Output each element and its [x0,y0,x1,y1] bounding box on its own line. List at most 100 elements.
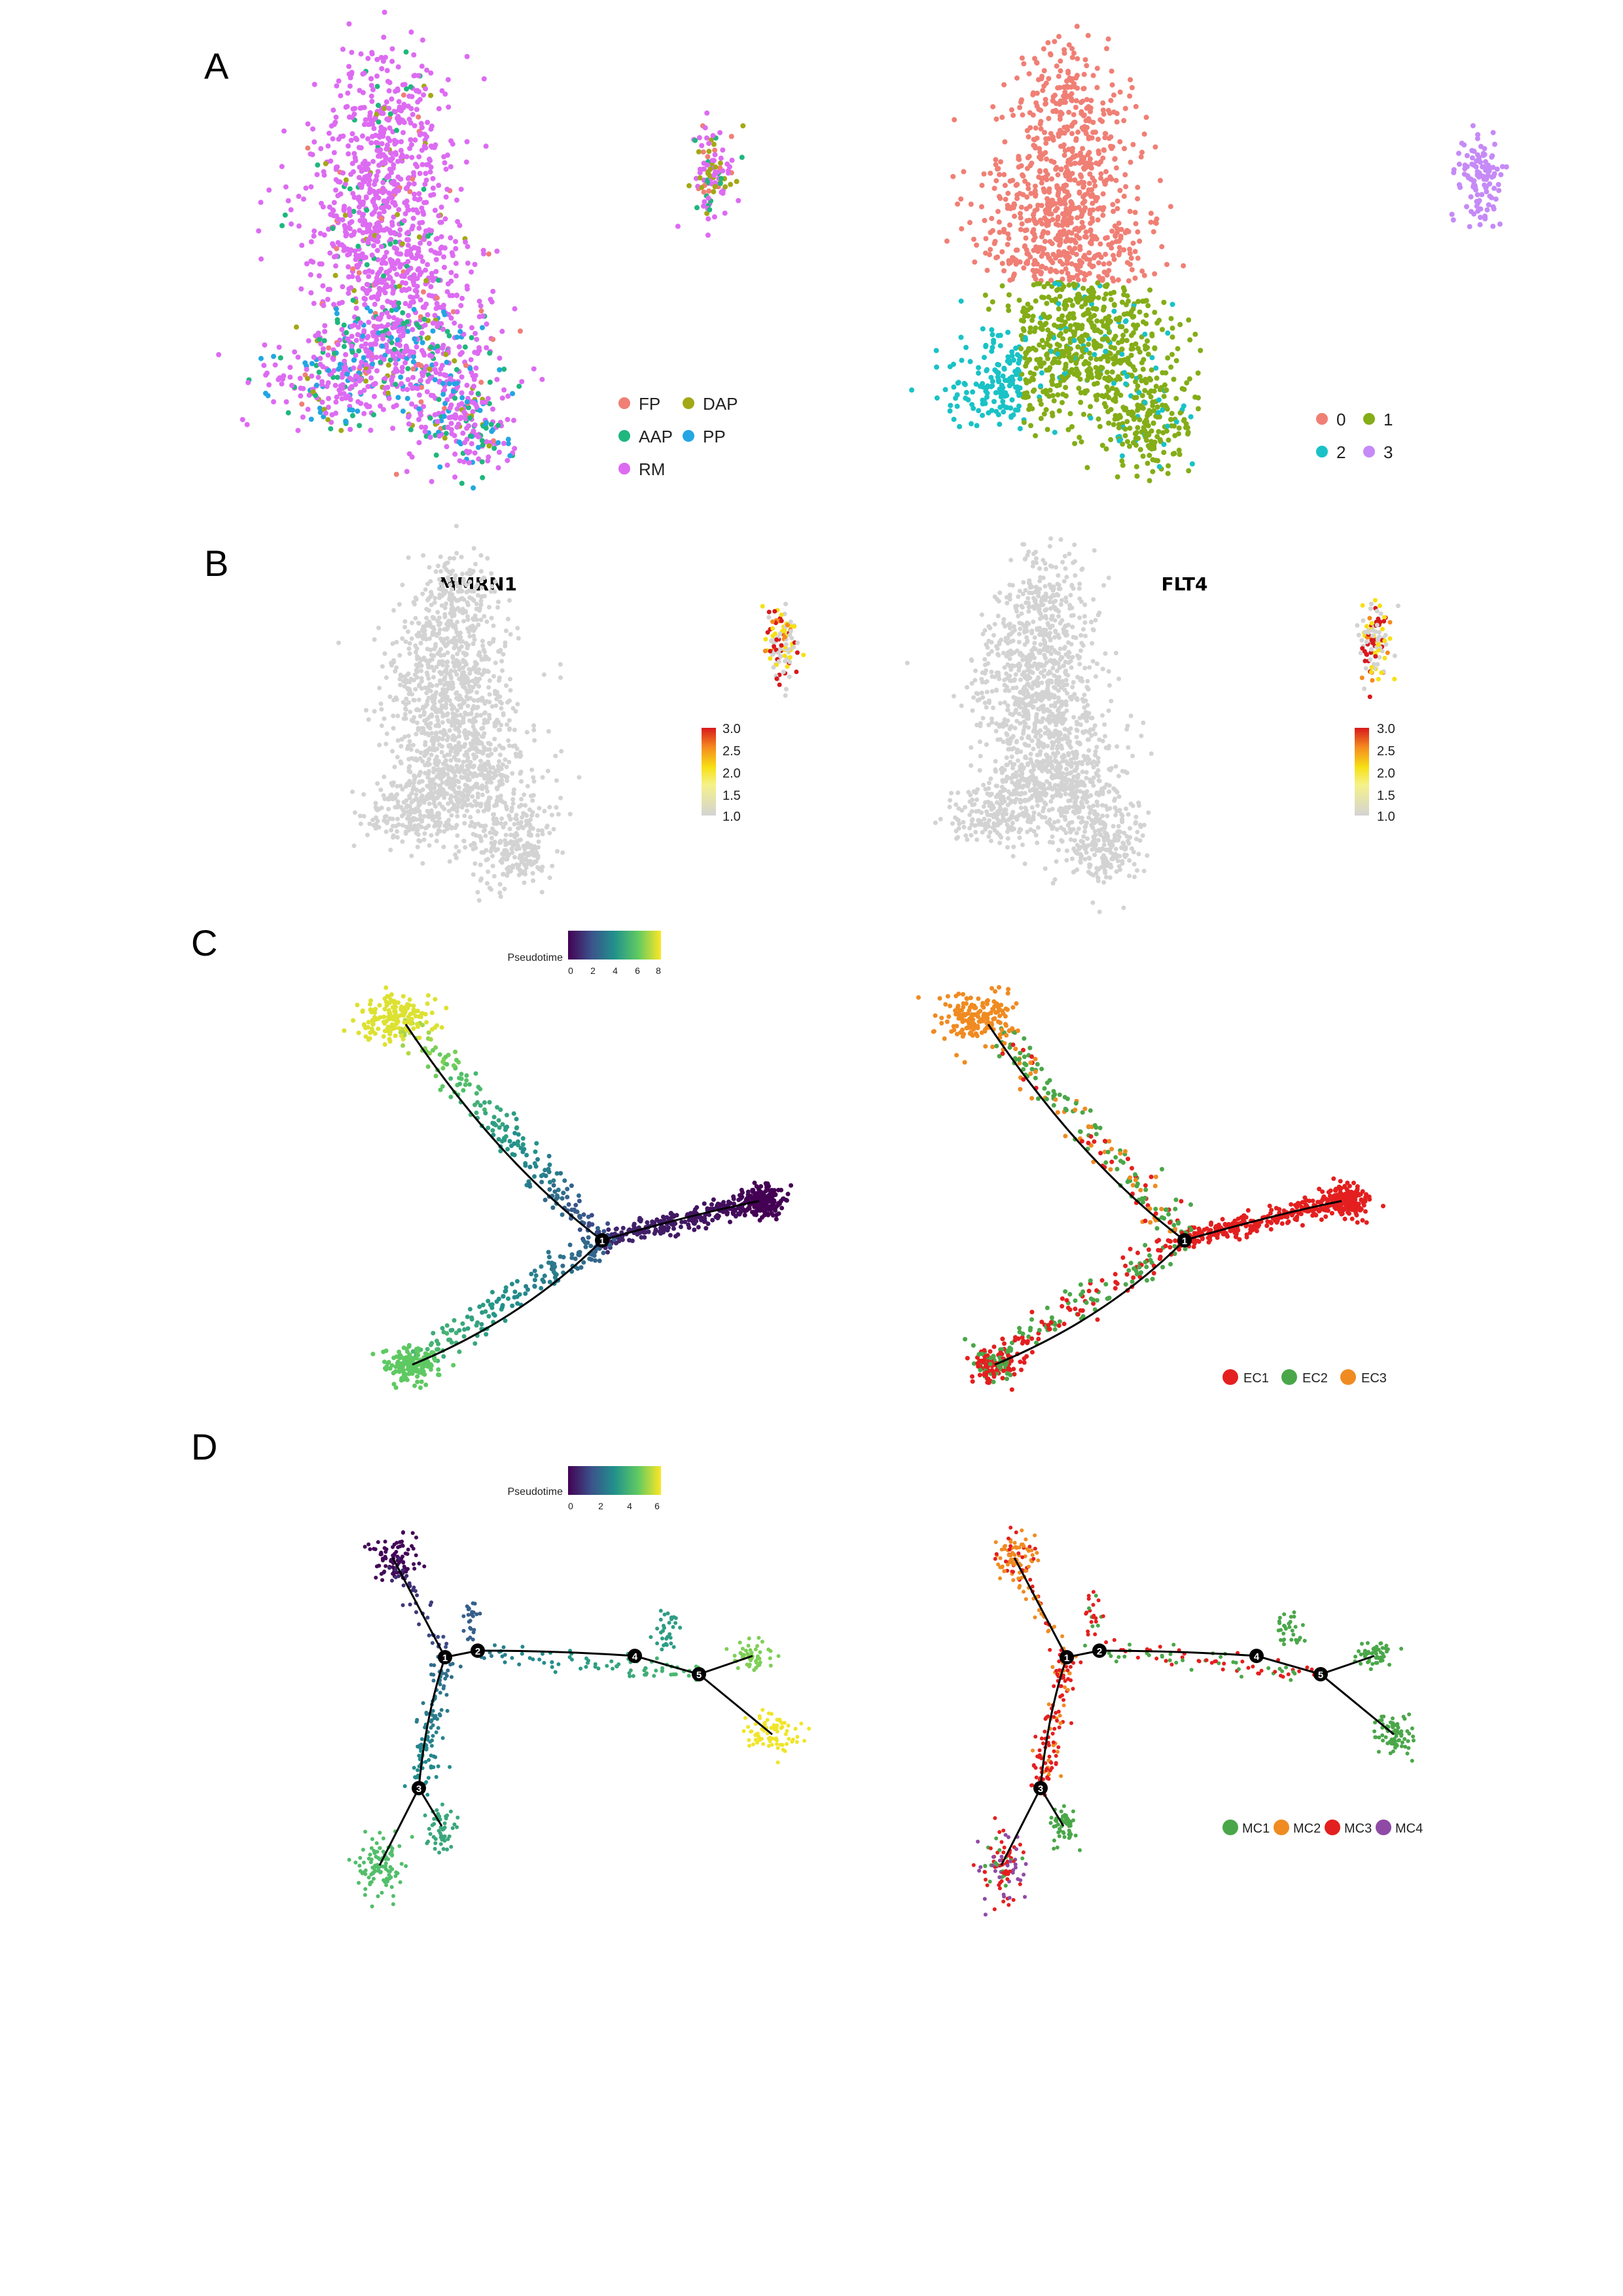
umap-cell [358,51,364,57]
umap-cell [402,82,408,88]
umap-cell [474,713,480,719]
umap-cell [410,327,416,332]
umap-cell [374,84,380,90]
umap-cell [1043,407,1049,412]
umap-cell [1027,370,1033,376]
umap-cell [1084,63,1090,69]
umap-cell [1108,406,1114,412]
umap-cell [279,164,285,170]
umap-cell [505,617,510,622]
umap-cell [495,465,501,471]
umap-cell [1058,251,1063,257]
umap-cell [411,52,417,58]
umap-cell [490,406,495,412]
umap-cell [431,653,437,658]
umap-cell [377,685,382,691]
umap-cell [1001,409,1007,415]
umap-cell [1171,423,1177,429]
umap-cell [349,115,355,120]
umap-cell [485,747,490,752]
umap-cell [429,353,435,359]
umap-cell [426,696,431,701]
umap-cell [299,242,305,248]
umap-cell [363,195,369,201]
umap-cell [1073,251,1079,257]
umap-cell [418,412,424,418]
umap-cell [531,366,537,372]
umap-cell [404,86,410,92]
umap-cell [387,157,393,163]
umap-cell [417,656,422,661]
umap-cell [446,381,452,387]
umap-cell [1055,85,1061,91]
umap-cell [455,708,460,713]
umap-cell [467,634,473,639]
umap-cell [1065,270,1071,276]
umap-cell [295,427,301,433]
umap-cell [1071,84,1077,90]
umap-cell [1098,171,1104,177]
umap-cell [450,587,455,592]
umap-cell [285,198,291,204]
umap-cell [1021,305,1027,311]
umap-cell [717,130,723,135]
umap-cell [338,93,344,99]
umap-cell [1064,345,1069,351]
umap-cell [1000,399,1006,404]
umap-cell [1128,77,1133,82]
umap-cell [368,82,374,88]
umap-cell [448,571,454,577]
umap-cell [345,336,350,342]
umap-cell [1104,384,1110,390]
umap-cell [362,218,368,224]
umap-cell [970,389,976,395]
umap-cell [1153,365,1159,371]
umap-cell [1132,249,1138,255]
umap-cell [465,758,470,763]
umap-cell [343,351,349,357]
umap-cell [500,668,505,673]
umap-cell [385,390,391,396]
umap-cell [308,416,314,422]
umap-cell [1009,349,1015,355]
umap-cell [390,641,395,646]
umap-cell [1022,243,1027,249]
umap-cell [470,719,475,725]
umap-cell [380,190,385,196]
umap-cell [391,214,397,220]
umap-cell [1108,296,1114,302]
umap-cell [1038,416,1044,422]
umap-cell [445,620,450,626]
umap-cell [281,128,287,134]
umap-cell [348,213,353,219]
umap-cell [711,188,717,194]
umap-cell [1051,159,1057,165]
umap-cell [1128,332,1134,338]
umap-cell [1089,135,1095,141]
umap-cell [312,228,317,234]
umap-cell [436,106,442,112]
umap-cell [947,408,953,414]
umap-cell [455,219,461,224]
umap-cell [437,670,442,675]
umap-cell [414,164,420,170]
umap-cell [414,283,420,289]
umap-cell [974,242,980,248]
umap-cell [416,726,421,731]
umap-cell [1117,139,1123,145]
umap-cell [389,219,395,225]
umap-cell [983,236,989,242]
umap-cell [1042,189,1047,195]
umap-cell [398,154,404,160]
umap-cell [385,322,391,328]
umap-cell [1137,309,1143,315]
umap-cell [459,644,464,649]
umap-cell [1109,68,1115,74]
umap-cell [1092,351,1097,357]
umap-cell [1017,385,1023,391]
umap-cell [449,602,454,607]
umap-cell [453,260,459,266]
umap-cell [400,310,406,315]
umap-cell [379,141,385,147]
umap-cell [1026,154,1032,159]
